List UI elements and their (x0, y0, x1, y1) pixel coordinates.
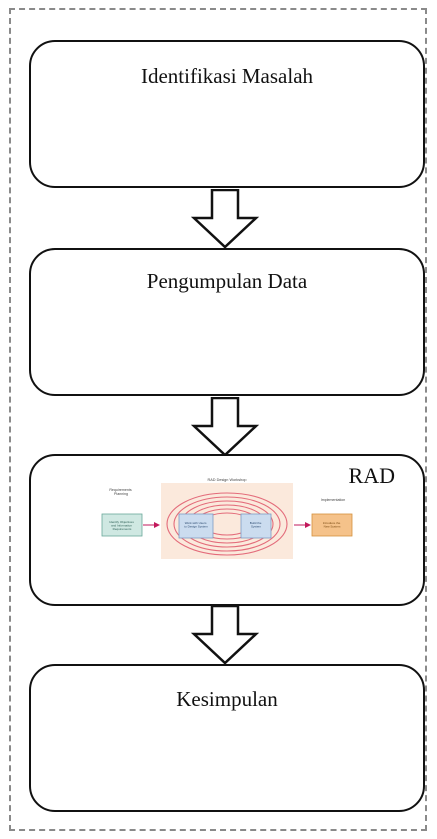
step-title: Kesimpulan (176, 687, 278, 711)
requirements-box-text: Identify Objectives and Information Requ… (109, 520, 134, 531)
down-arrow-icon (190, 189, 260, 249)
step-kesimpulan: Kesimpulan (29, 664, 425, 812)
workshop-box-design-text: Work with Users to Design System (184, 521, 208, 529)
rad-model-figure: Requirements Planning Identify Objective… (101, 478, 353, 559)
requirements-planning-heading: Requirements Planning (109, 488, 132, 496)
step-title: Identifikasi Masalah (140, 64, 314, 88)
step-title: Pengumpulan Data (146, 269, 308, 293)
step-identifikasi-masalah: Identifikasi Masalah (29, 40, 425, 188)
rad-label: RAD (348, 463, 395, 488)
implementation-box-text: Introduce the New System (323, 521, 341, 529)
implementation-heading: Implementation (321, 498, 346, 502)
down-arrow-icon (190, 397, 260, 457)
workshop-box-build-text: Build the System (250, 521, 263, 529)
step-rad: RAD Requirements Planning Identify Objec… (29, 454, 425, 606)
step-pengumpulan-data: Pengumpulan Data (29, 248, 425, 396)
dashed-frame (9, 8, 427, 831)
down-arrow-icon (190, 605, 260, 665)
workshop-header: RAD Design Workshop (208, 478, 247, 482)
